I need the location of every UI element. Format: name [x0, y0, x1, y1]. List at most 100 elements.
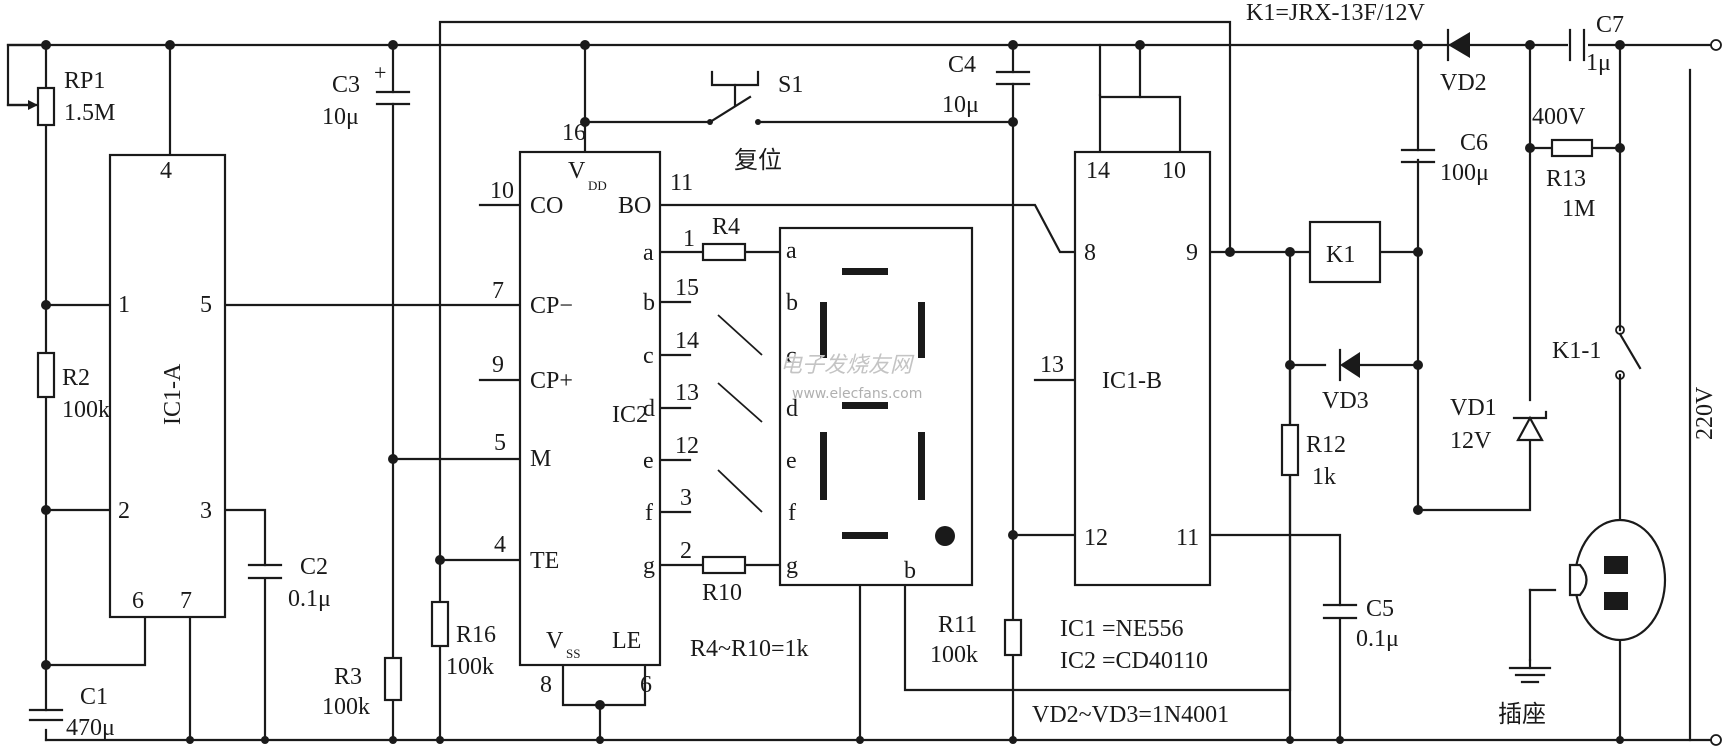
c5-name: C5 — [1366, 596, 1394, 622]
ic1a-pin6: 6 — [132, 588, 144, 614]
socket-label: 插座 — [1498, 700, 1546, 728]
vd1-zener-diode — [1512, 410, 1548, 442]
r3-value: 100k — [322, 694, 370, 720]
c2-capacitor — [247, 563, 283, 580]
ic2-a: a — [643, 240, 654, 266]
ic2-pin6: 6 — [640, 672, 652, 698]
r10-name: R10 — [702, 580, 742, 606]
ic2-pin7: 7 — [492, 278, 504, 304]
s1-name: S1 — [778, 72, 803, 98]
ic2-pin4: 4 — [494, 532, 506, 558]
c6-capacitor — [1400, 148, 1436, 164]
display-segments — [820, 268, 955, 546]
ic2-pin16: 16 — [562, 120, 586, 146]
ic2-pin2: 2 — [680, 538, 692, 564]
display-seg-a: a — [786, 238, 797, 264]
ic2-pin11: 11 — [670, 170, 693, 196]
r12-resistor — [1280, 423, 1300, 477]
display-seg-f: f — [788, 500, 796, 526]
c2-value: 0.1μ — [288, 586, 331, 612]
ic2-e: e — [643, 448, 654, 474]
r2-name: R2 — [62, 365, 90, 391]
ic2-b: b — [643, 290, 655, 316]
ic1b-name: IC1-B — [1102, 368, 1162, 394]
c3-capacitor — [375, 90, 411, 106]
ic2-vdd-sub: DD — [588, 178, 607, 193]
note-ic1: IC1 =NE556 — [1060, 616, 1184, 642]
c7-capacitor — [1568, 28, 1588, 62]
display-common-label: b — [904, 558, 916, 584]
ic2-pin9: 9 — [492, 352, 504, 378]
ic1a-pin4: 4 — [160, 158, 172, 184]
r4-name: R4 — [712, 214, 740, 240]
ic1b-chip — [1073, 150, 1212, 587]
c3-name: C3 — [332, 72, 360, 98]
r11-value: 100k — [930, 642, 978, 668]
c4-value: 10μ — [942, 92, 979, 118]
k1-1-contact — [1615, 325, 1642, 380]
c7-name: C7 — [1596, 12, 1624, 38]
c4-name: C4 — [948, 52, 976, 78]
display-seg-g: g — [786, 553, 798, 579]
watermark-url: www.elecfans.com — [792, 386, 922, 402]
ic2-pin13: 13 — [675, 380, 699, 406]
rp1-name: RP1 — [64, 68, 105, 94]
vd2-diode — [1446, 28, 1470, 62]
ic2-pin3: 3 — [680, 485, 692, 511]
c5-capacitor — [1322, 603, 1358, 620]
r3-name: R3 — [334, 664, 362, 690]
ic2-c: c — [643, 343, 654, 369]
r4-r10-note: R4~R10=1k — [690, 636, 809, 662]
ic1b-pin13: 13 — [1040, 352, 1064, 378]
ic2-pin12: 12 — [675, 433, 699, 459]
c7-voltage: 400V — [1532, 104, 1586, 130]
ic1a-pin7: 7 — [180, 588, 192, 614]
ic2-vss-sub: SS — [566, 646, 580, 661]
ic2-m: M — [530, 446, 551, 472]
r10-resistor — [701, 555, 747, 575]
ic1b-pin10: 10 — [1162, 158, 1186, 184]
display-seg-e: e — [786, 448, 797, 474]
c4-capacitor — [995, 70, 1031, 86]
ic2-cpm: CP− — [530, 293, 573, 319]
r4-resistor — [701, 242, 747, 262]
r11-resistor — [1003, 618, 1023, 657]
ic1b-pin12: 12 — [1084, 525, 1108, 551]
r12-name: R12 — [1306, 432, 1346, 458]
c1-name: C1 — [80, 684, 108, 710]
ic1a-pin2: 2 — [118, 498, 130, 524]
r11-name: R11 — [938, 612, 977, 638]
r13-value: 1M — [1562, 196, 1595, 222]
c2-name: C2 — [300, 554, 328, 580]
display-seg-d: d — [786, 396, 798, 422]
mains-voltage: 220V — [1692, 386, 1718, 440]
s1-reset-label: 复位 — [734, 146, 782, 174]
r16-value: 100k — [446, 654, 494, 680]
ic2-pin8: 8 — [540, 672, 552, 698]
ic2-co: CO — [530, 193, 563, 219]
c7-value: 1μ — [1586, 50, 1611, 76]
ic2-f: f — [645, 500, 653, 526]
watermark-cn: 电子发烧友网 — [780, 353, 915, 378]
vd3-diode — [1338, 348, 1360, 382]
ic1a-chip — [108, 153, 227, 619]
c6-value: 100μ — [1440, 160, 1489, 186]
k1-1-name: K1-1 — [1552, 338, 1601, 364]
ic1b-pin14: 14 — [1086, 158, 1110, 184]
ic2-bo: BO — [618, 193, 651, 219]
c6-name: C6 — [1460, 130, 1488, 156]
junction-dots — [41, 39, 1722, 746]
socket-outlet-icon — [1508, 518, 1667, 684]
k1-name: K1 — [1326, 242, 1355, 268]
c1-value: 470μ — [66, 715, 115, 741]
vd1-name: VD1 — [1450, 395, 1497, 421]
ic1a-pin5: 5 — [200, 292, 212, 318]
r16-resistor — [430, 600, 450, 648]
ic1a-pin3: 3 — [200, 498, 212, 524]
rp1-value: 1.5M — [64, 100, 115, 126]
c5-value: 0.1μ — [1356, 626, 1399, 652]
r13-name: R13 — [1546, 166, 1586, 192]
ic2-name: IC2 — [612, 402, 648, 428]
display-seg-b: b — [786, 290, 798, 316]
